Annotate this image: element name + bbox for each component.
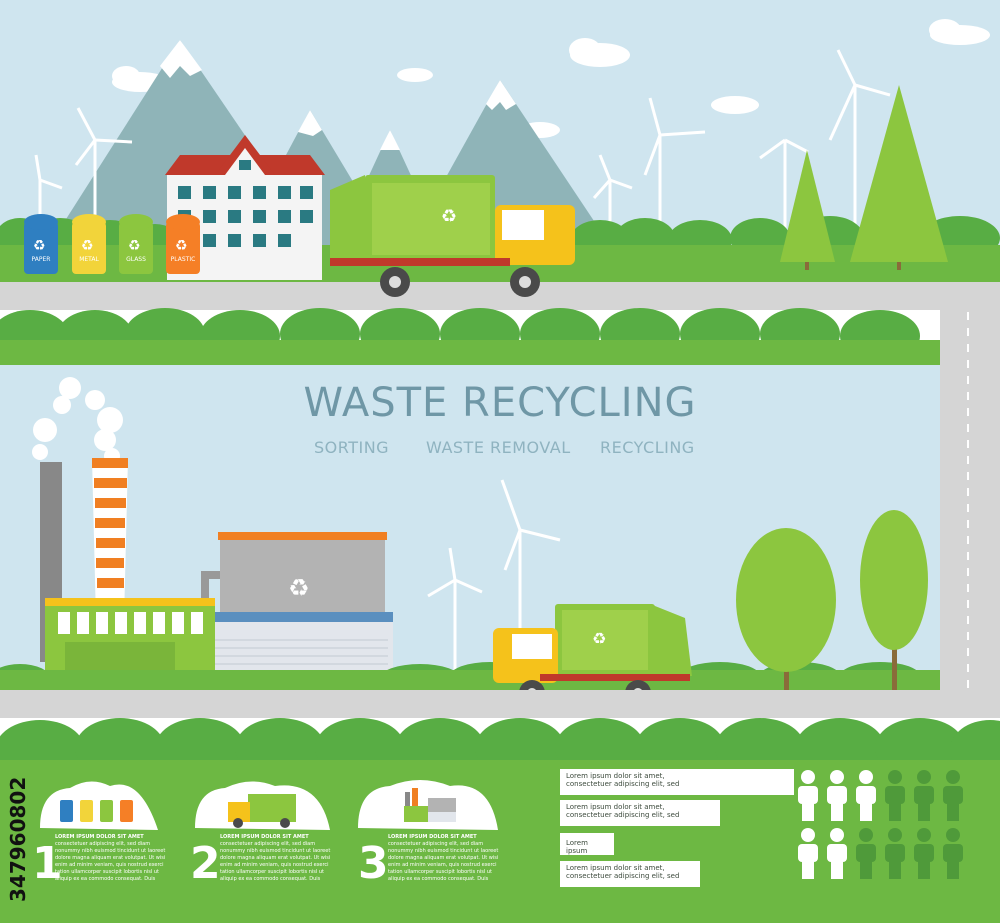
recycling-bins-top: ♻ ♻ ♻ ♻ <box>24 214 200 274</box>
svg-text:♻: ♻ <box>175 238 188 254</box>
info-box-1: Lorem ipsum dolor sit amet, consectetuer… <box>560 769 794 795</box>
page-title: WASTE RECYCLING <box>303 380 697 426</box>
person-icon <box>827 828 847 879</box>
step2-truck <box>228 794 296 828</box>
grass-ground <box>0 670 940 692</box>
info-box-4-line2: consectetuer adipiscing elit, sed <box>566 872 680 880</box>
info-box-2-line1: Lorem ipsum dolor sit amet, <box>566 803 665 811</box>
info-box-2: Lorem ipsum dolor sit amet, consectetuer… <box>560 800 720 826</box>
step-heading-1: LOREM IPSUM DOLOR SIT AMET <box>55 834 144 840</box>
stock-id-watermark: 347960802 <box>2 684 30 904</box>
step3-factory <box>404 788 456 822</box>
road-bottom <box>0 690 1000 718</box>
garbage-truck-middle: ♻ <box>493 604 692 706</box>
garbage-truck-top: ♻ <box>330 175 575 297</box>
info-box-1-line1: Lorem ipsum dolor sit amet, <box>566 772 665 780</box>
person-icon <box>885 770 905 821</box>
building-windows <box>178 160 313 247</box>
person-icon <box>943 828 963 879</box>
svg-text:♻: ♻ <box>128 238 141 254</box>
svg-text:♻: ♻ <box>288 574 310 602</box>
round-trees <box>736 510 928 692</box>
person-icon <box>914 828 934 879</box>
info-box-3: Lorem ipsum <box>560 833 614 855</box>
person-icon <box>827 770 847 821</box>
smoke <box>32 377 123 464</box>
step-number-2: 2 <box>190 838 221 889</box>
bin-label-plastic: PLASTIC <box>170 256 196 263</box>
bin-label-glass: GLASS <box>126 256 146 263</box>
person-icon <box>856 770 876 821</box>
road-top <box>0 282 1000 310</box>
step-label-sorting: SORTING <box>314 438 390 457</box>
svg-text:♻: ♻ <box>33 238 46 254</box>
person-icon <box>914 770 934 821</box>
info-box-3-line1: Lorem ipsum <box>566 839 588 855</box>
info-box-4: Lorem ipsum dolor sit amet, consectetuer… <box>560 861 700 887</box>
step-body-1: consectetuer adipiscing elit, sed diam n… <box>55 841 166 882</box>
svg-text:♻: ♻ <box>81 238 94 254</box>
stock-id-text: 347960802 <box>6 776 30 902</box>
bin-label-paper: PAPER <box>31 256 51 263</box>
step-body-3: consectetuer adipiscing elit, sed diam n… <box>388 841 499 882</box>
svg-text:♻: ♻ <box>592 629 606 648</box>
person-icon <box>798 770 818 821</box>
info-box-4-line1: Lorem ipsum dolor sit amet, <box>566 864 665 872</box>
step-text-2: LOREM IPSUM DOLOR SIT AMET consectetuer … <box>220 834 338 883</box>
svg-text:♻: ♻ <box>441 206 457 227</box>
pine-trees <box>780 85 948 270</box>
step-label-recycling: RECYCLING <box>600 438 695 457</box>
person-icon <box>798 828 818 879</box>
step1-bins <box>60 800 133 822</box>
person-icon <box>943 770 963 821</box>
person-icon <box>885 828 905 879</box>
step-heading-3: LOREM IPSUM DOLOR SIT AMET <box>388 834 477 840</box>
person-icon <box>856 828 876 879</box>
step-number-1: 1 <box>32 838 63 889</box>
grass-middle <box>0 340 940 365</box>
step-text-3: LOREM IPSUM DOLOR SIT AMET consectetuer … <box>388 834 506 883</box>
bin-label-metal: METAL <box>79 256 99 263</box>
step-number-3: 3 <box>358 838 389 889</box>
step-text-1: LOREM IPSUM DOLOR SIT AMET consectetuer … <box>55 834 173 883</box>
road-right <box>940 310 1000 710</box>
step-body-2: consectetuer adipiscing elit, sed diam n… <box>220 841 331 882</box>
info-box-1-line2: consectetuer adipiscing elit, sed <box>566 780 680 788</box>
step-heading-2: LOREM IPSUM DOLOR SIT AMET <box>220 834 309 840</box>
people-figures <box>798 770 963 879</box>
info-box-2-line2: consectetuer adipiscing elit, sed <box>566 811 680 819</box>
step-label-waste-removal: WASTE REMOVAL <box>426 438 571 457</box>
